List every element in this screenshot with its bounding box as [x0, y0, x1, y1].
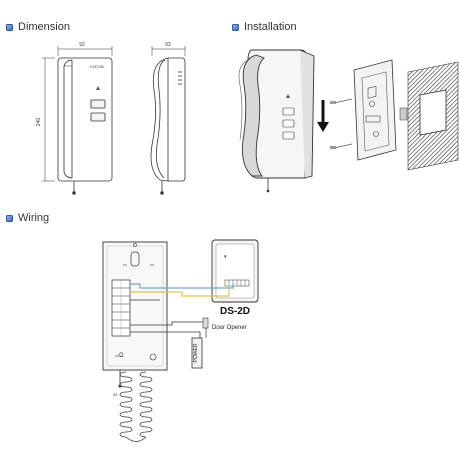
ds-2d-door-station: ▾: [211, 239, 259, 303]
section-bullet-icon: [6, 23, 13, 31]
panel-mark-label: Ω: [119, 353, 124, 359]
door-opener: [202, 317, 209, 338]
coiled-cord: [119, 371, 153, 442]
power-label: POWER: [193, 343, 199, 362]
wiring-section-title: Wiring: [6, 212, 49, 224]
dimension-title-text: Dimension: [18, 21, 70, 33]
wall-illustration: [407, 61, 459, 171]
ds-2d-label: DS-2D: [220, 306, 250, 317]
section-bullet-icon: [232, 23, 239, 31]
width-dimension-label: 92: [79, 42, 85, 48]
power-unit: [191, 332, 203, 369]
door-opener-label: Door Opener: [212, 325, 247, 331]
dimension-side-view: [150, 46, 186, 195]
svg-text:▾: ▾: [224, 254, 227, 260]
brand-label: KOCOM: [90, 65, 103, 69]
wiring-title-text: Wiring: [18, 212, 50, 224]
wires: [130, 283, 234, 333]
installation-illustration: [238, 49, 408, 193]
depth-dimension-label: 62: [165, 42, 171, 48]
dimension-front-view: [42, 46, 113, 195]
height-dimension-label: 240: [36, 118, 42, 127]
wiring-intercom-panel: [102, 241, 168, 388]
dimension-section-title: Dimension: [6, 21, 70, 33]
installation-title-text: Installation: [244, 21, 297, 33]
section-bullet-icon: [6, 214, 13, 222]
cable-length-label: 32: [113, 392, 118, 397]
installation-section-title: Installation: [232, 21, 297, 33]
